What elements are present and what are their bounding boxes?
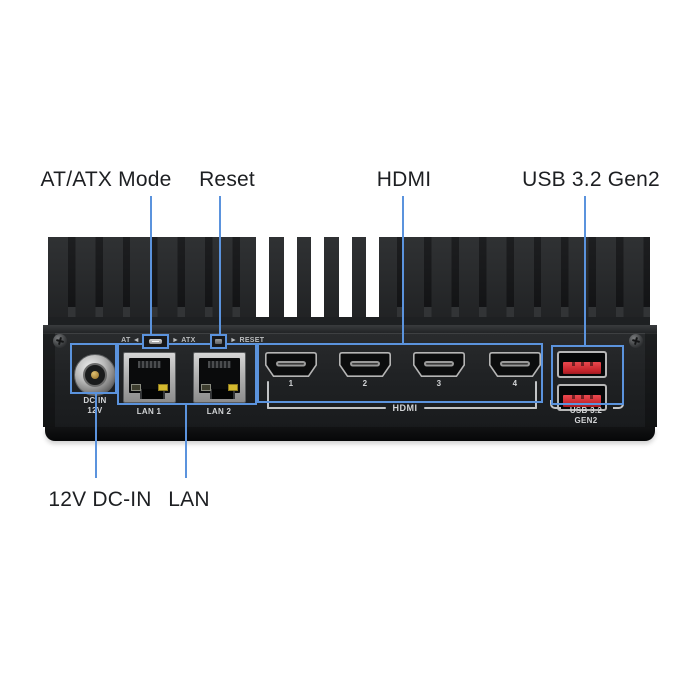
callout-line-dc-in: [95, 394, 97, 478]
dc-jack-pin: [91, 371, 99, 379]
hdmi-number-4: 4: [512, 379, 518, 388]
callout-line-hdmi: [402, 196, 404, 344]
rj45-port-icon: [193, 352, 246, 403]
heatsink-gap: [256, 237, 269, 317]
hdmi-port-icon: [489, 352, 541, 377]
label-hdmi: HDMI: [376, 168, 432, 191]
lan-led-right: [158, 384, 168, 391]
lan-led-right: [228, 384, 238, 391]
usb-port-icon: [557, 351, 607, 378]
rj45-port-icon: [123, 352, 176, 403]
rj45-cavity: [129, 358, 170, 399]
hdmi-bracket-left-hook: [267, 381, 269, 409]
rj45-pins: [138, 361, 161, 368]
label-usb: USB 3.2 Gen2: [522, 168, 660, 191]
atx-text: ► ATX: [172, 337, 196, 344]
hdmi-number-3: 3: [436, 379, 442, 388]
hdmi-number-1: 1: [288, 379, 294, 388]
hdmi-group-label: HDMI: [392, 403, 418, 413]
hdmi-port-icon: [265, 352, 317, 377]
at-text: AT ◄: [121, 337, 140, 344]
reset-text: ► RESET: [230, 337, 265, 344]
chassis-bottom-lip: [45, 427, 655, 441]
slide-switch-icon: [142, 334, 169, 349]
reset-button-cap: [215, 339, 222, 344]
chassis-left-edge: [43, 333, 55, 427]
callout-line-reset: [219, 196, 221, 334]
heatsink-gap: [339, 237, 352, 317]
rj45-cavity: [199, 358, 240, 399]
heatsink-gap: [284, 237, 297, 317]
callout-box-hdmi: [257, 343, 543, 403]
chassis-right-edge: [645, 333, 657, 427]
screw-icon: [629, 334, 643, 348]
callout-line-at-atx: [150, 196, 152, 334]
lan1-label: LAN 1: [136, 407, 162, 416]
usb-tongue: [563, 362, 601, 374]
callout-box-dc: [70, 343, 117, 394]
rj45-latch-slot: [140, 389, 165, 399]
dc-in-label: DC IN 12V: [83, 396, 106, 416]
hdmi-bracket-left-line: [267, 407, 386, 409]
hdmi-bracket-right-line: [424, 407, 537, 409]
lan-led-left: [131, 384, 141, 391]
label-reset: Reset: [199, 168, 255, 191]
dc-in-line1: DC IN: [83, 396, 107, 405]
hdmi-number-2: 2: [362, 379, 368, 388]
usb-group-label-line1: USB 3.2: [569, 406, 603, 415]
callout-line-lan: [185, 405, 187, 478]
label-lan: LAN: [168, 488, 210, 511]
screw-icon: [53, 334, 67, 348]
rj45-pins: [208, 361, 231, 368]
hdmi-bracket-right-hook: [535, 381, 537, 409]
callout-box-lan: [117, 343, 257, 405]
heatsink-gap: [366, 237, 379, 317]
lan2-label: LAN 2: [206, 407, 232, 416]
callout-line-usb: [584, 196, 586, 346]
usb-group-label-line2: GEN2: [574, 416, 598, 425]
label-at-atx-mode: AT/ATX Mode: [40, 168, 172, 191]
dc-in-line2: 12V: [87, 406, 102, 415]
hdmi-port-icon: [413, 352, 465, 377]
callout-box-usb: [551, 345, 624, 405]
rj45-latch-slot: [210, 389, 235, 399]
heatsink-gap: [311, 237, 324, 317]
switch-slider: [149, 339, 162, 344]
reset-button-icon: [210, 334, 227, 349]
hdmi-port-icon: [339, 352, 391, 377]
label-12v-dc-in: 12V DC-IN: [48, 488, 152, 511]
chassis-bevel: [43, 325, 657, 333]
heatsink-base: [48, 317, 650, 325]
lan-led-left: [201, 384, 211, 391]
